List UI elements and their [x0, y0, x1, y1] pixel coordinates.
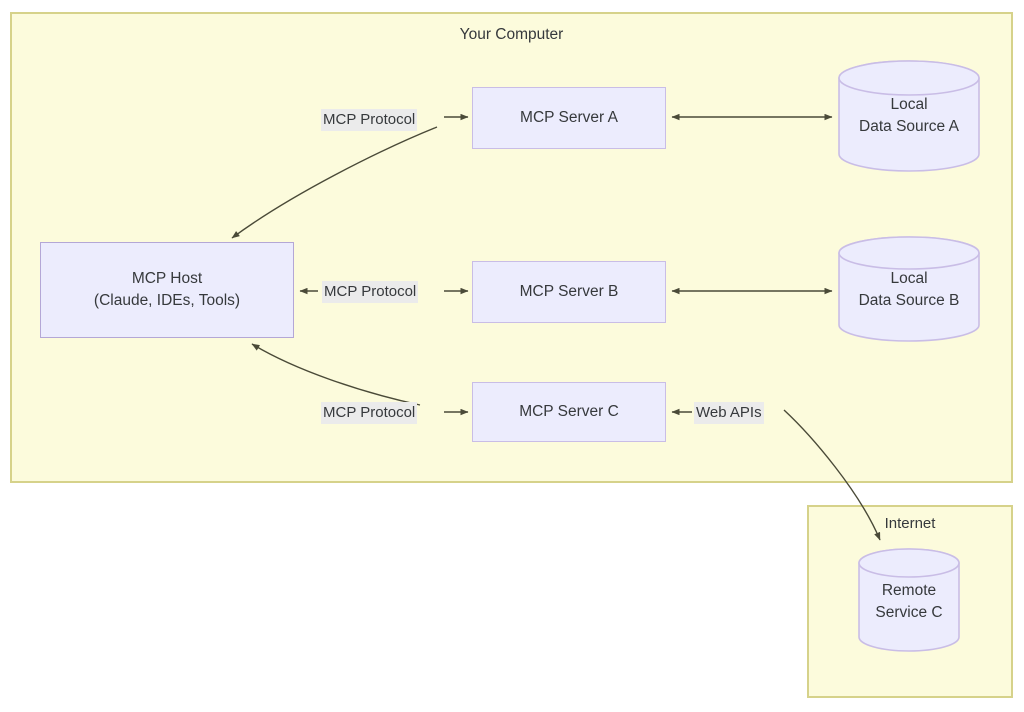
- edge-host-server-c-curve: [251, 343, 421, 406]
- cylinder-shape-a: [838, 60, 980, 172]
- mcp-host-node: MCP Host (Claude, IDEs, Tools): [40, 242, 294, 338]
- edge-label-web-apis: Web APIs: [694, 402, 764, 424]
- internet-container: Internet: [807, 505, 1013, 698]
- mcp-server-c-node: MCP Server C: [472, 382, 666, 442]
- mcp-server-b-node: MCP Server B: [472, 261, 666, 323]
- data-source-a-node: Local Data Source A: [838, 60, 980, 172]
- cylinder-shape-b: [838, 236, 980, 342]
- your-computer-title: Your Computer: [459, 26, 564, 43]
- remote-service-c-node: Remote Service C: [858, 548, 960, 652]
- edge-host-server-a-curve: [231, 126, 438, 239]
- mcp-server-a-label: MCP Server A: [520, 109, 618, 126]
- mcp-server-b-label: MCP Server B: [519, 283, 619, 300]
- data-source-b-node: Local Data Source B: [838, 236, 980, 342]
- mcp-server-c-label: MCP Server C: [519, 403, 619, 420]
- cylinder-shape-remote: [858, 548, 960, 652]
- edge-label-mcp-protocol-c: MCP Protocol: [321, 402, 418, 424]
- internet-title: Internet: [884, 515, 936, 532]
- mcp-host-line1: MCP Host: [131, 270, 203, 287]
- mcp-host-line2: (Claude, IDEs, Tools): [93, 292, 241, 309]
- edge-web-apis-to-remote-service-c: [783, 409, 881, 541]
- edge-label-mcp-protocol-b: MCP Protocol: [322, 281, 419, 303]
- edge-label-mcp-protocol-a: MCP Protocol: [321, 109, 418, 131]
- mcp-server-a-node: MCP Server A: [472, 87, 666, 149]
- mcp-host-label: MCP Host (Claude, IDEs, Tools): [94, 268, 240, 312]
